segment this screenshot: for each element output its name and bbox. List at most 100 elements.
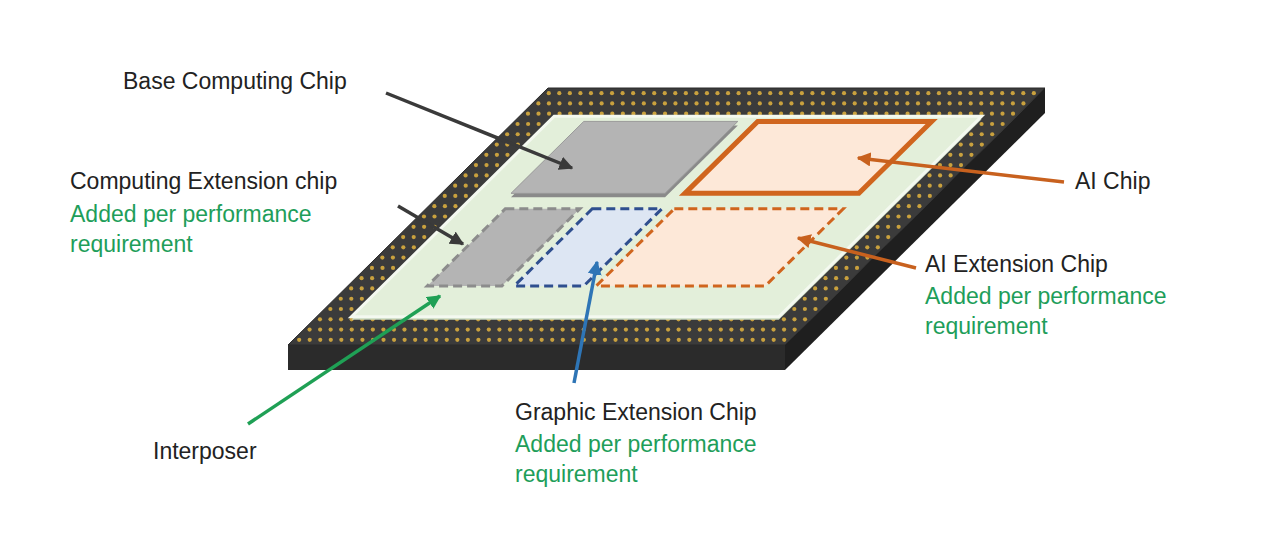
solder-dot <box>495 142 499 146</box>
solder-dot <box>687 327 691 331</box>
solder-dot <box>813 297 817 301</box>
solder-dot <box>349 297 353 301</box>
solder-dot <box>578 91 582 95</box>
solder-dot <box>729 327 733 331</box>
solder-dot <box>339 297 343 301</box>
solder-dot <box>726 101 730 105</box>
solder-dot <box>413 338 417 342</box>
solder-dot <box>938 184 942 188</box>
solder-dot <box>813 286 817 290</box>
solder-dot <box>896 214 900 218</box>
solder-dot <box>540 338 544 342</box>
solder-dot <box>663 91 667 95</box>
note: Added per performance requirement <box>70 199 370 259</box>
solder-dot <box>844 266 848 270</box>
leader-interposer <box>248 296 440 424</box>
solder-dot <box>980 142 984 146</box>
solder-dot <box>990 101 994 105</box>
solder-dot <box>434 327 438 331</box>
solder-dot <box>779 101 783 105</box>
solder-dot <box>550 327 554 331</box>
solder-dot <box>589 91 593 95</box>
solder-dot <box>855 245 859 249</box>
solder-dot <box>917 184 921 188</box>
solder-dot <box>719 327 723 331</box>
solder-dot <box>403 338 407 342</box>
solder-dot <box>990 112 994 116</box>
solder-dot <box>886 235 890 239</box>
solder-dot <box>359 276 363 280</box>
solder-dot <box>360 286 364 290</box>
solder-dot <box>547 91 551 95</box>
solder-dot <box>905 91 909 95</box>
solder-dot <box>666 338 670 342</box>
solder-dot <box>624 338 628 342</box>
solder-dot <box>1011 101 1015 105</box>
solder-dot <box>800 101 804 105</box>
solder-dot <box>497 338 501 342</box>
solder-dot <box>297 338 301 342</box>
solder-dot <box>600 101 604 105</box>
solder-dot <box>1000 91 1004 95</box>
solder-dot <box>708 338 712 342</box>
solder-dot <box>455 327 459 331</box>
solder-dot <box>474 173 478 177</box>
solder-dot <box>948 101 952 105</box>
solder-dot <box>969 101 973 105</box>
solder-dot <box>432 214 436 218</box>
solder-dot <box>464 184 468 188</box>
solder-dot <box>529 338 533 342</box>
solder-dot <box>476 327 480 331</box>
solder-dot <box>884 91 888 95</box>
solder-dot <box>360 338 364 342</box>
solder-dot <box>737 101 741 105</box>
solder-dot <box>402 327 406 331</box>
note: Added per performance requirement <box>925 281 1265 341</box>
solder-dot <box>758 101 762 105</box>
solder-dot <box>740 338 744 342</box>
solder-dot <box>463 173 467 177</box>
solder-dot <box>445 338 449 342</box>
solder-dot <box>422 235 426 239</box>
solder-dot <box>845 276 849 280</box>
solder-dot <box>391 266 395 270</box>
part-name: AI Extension Chip <box>925 249 1108 279</box>
solder-dot <box>495 153 499 157</box>
solder-dot <box>515 122 519 126</box>
solder-dot <box>547 101 551 105</box>
solder-dot <box>865 245 869 249</box>
solder-dot <box>926 91 930 95</box>
solder-dot <box>371 327 375 331</box>
solder-dot <box>979 91 983 95</box>
solder-dot <box>422 214 426 218</box>
solder-dot <box>537 122 541 126</box>
solder-dot <box>990 122 994 126</box>
solder-dot <box>969 132 973 136</box>
solder-dot <box>1011 91 1015 95</box>
solder-dot <box>948 163 952 167</box>
solder-dot <box>803 307 807 311</box>
solder-dot <box>782 338 786 342</box>
solder-dot <box>750 327 754 331</box>
solder-dot <box>401 235 405 239</box>
solder-dot <box>1000 112 1004 116</box>
solder-dot <box>782 327 786 331</box>
solder-dot <box>329 338 333 342</box>
leader-ai-extension <box>798 238 916 268</box>
solder-dot <box>832 101 836 105</box>
solder-dot <box>865 235 869 239</box>
solder-dot <box>550 338 554 342</box>
solder-dot <box>708 327 712 331</box>
solder-dot <box>547 112 551 116</box>
solder-dot <box>508 338 512 342</box>
solder-dot <box>863 91 867 95</box>
solder-dot <box>694 91 698 95</box>
solder-dot <box>863 101 867 105</box>
solder-dot <box>677 338 681 342</box>
solder-dot <box>443 214 447 218</box>
solder-dot <box>412 235 416 239</box>
solder-dot <box>318 317 322 321</box>
part-name: Base Computing Chip <box>123 66 347 96</box>
solder-dot <box>842 91 846 95</box>
solder-dot <box>568 91 572 95</box>
